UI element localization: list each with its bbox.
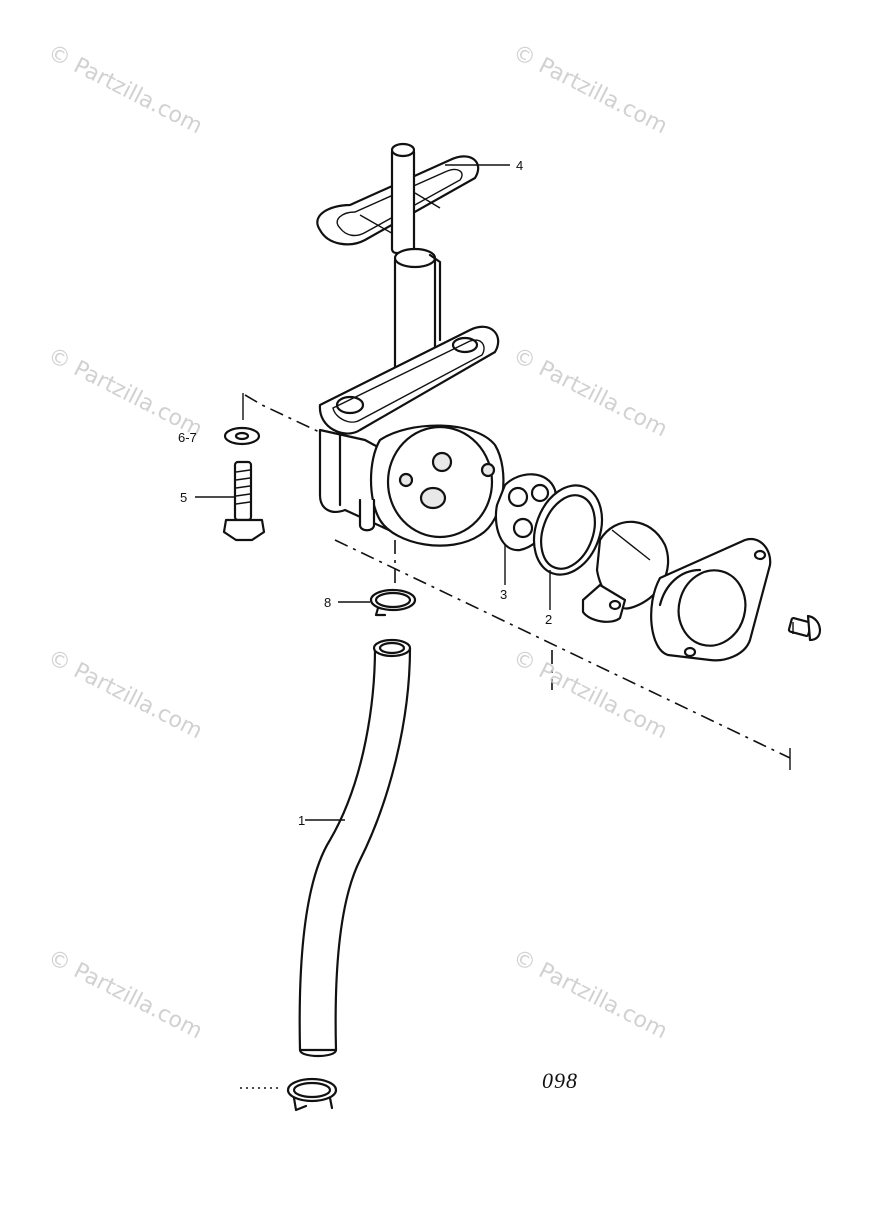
gasket-plate	[650, 537, 772, 662]
hose-clamp-top	[369, 588, 417, 617]
o-ring	[658, 568, 702, 607]
diagram-code: 098	[542, 1068, 578, 1093]
leader-lines	[195, 164, 551, 1089]
valve-body	[318, 247, 505, 547]
washer	[223, 426, 261, 446]
fuel-hose	[298, 638, 412, 1058]
callout-4: 4	[516, 158, 524, 173]
assembly-axis-lines	[242, 393, 791, 770]
callout-8: 8	[324, 595, 332, 610]
screw	[787, 614, 821, 642]
gasket-ring	[532, 484, 604, 576]
fuel-cock-lever	[316, 142, 480, 255]
callout-3: 3	[500, 587, 508, 602]
axis-line-main	[334, 539, 791, 759]
callout-6-7: 6-7	[178, 430, 197, 445]
callout-2: 2	[545, 612, 553, 627]
hose-clamp-bottom	[286, 1077, 338, 1112]
filter-bowl	[581, 520, 670, 623]
bolt	[222, 460, 266, 542]
axis-line-bolt	[244, 394, 331, 438]
callout-5: 5	[180, 490, 188, 505]
callout-1: 1	[298, 813, 306, 828]
